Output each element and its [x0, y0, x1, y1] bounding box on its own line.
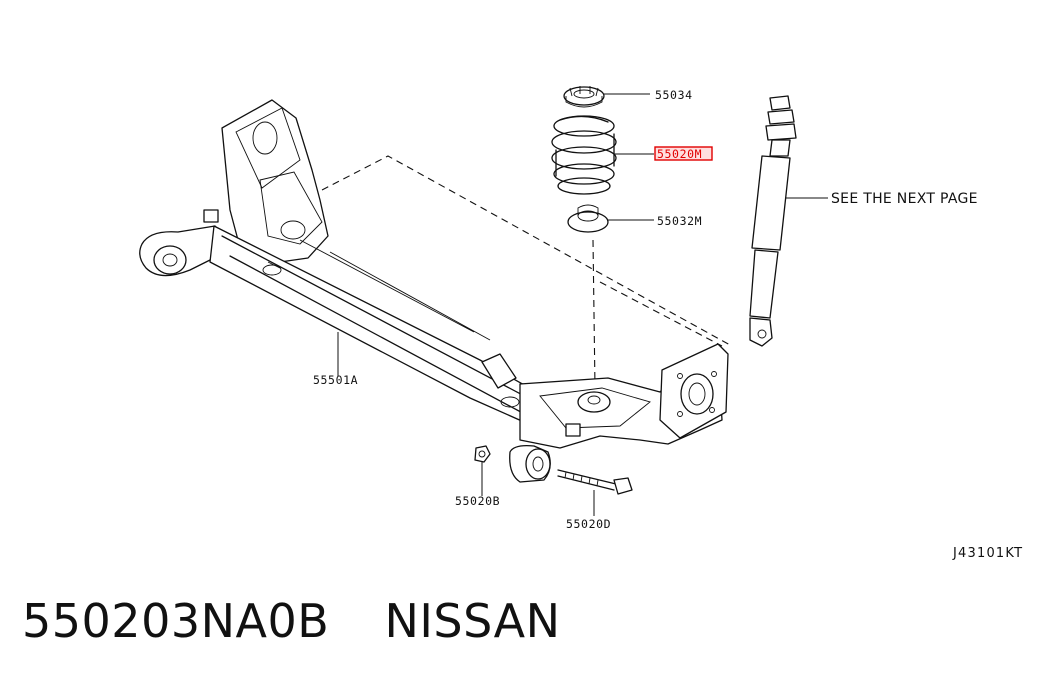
- callout-55020b[interactable]: 55020B: [455, 494, 500, 508]
- nut: [474, 445, 491, 463]
- rear-axle-beam: [139, 99, 729, 483]
- callout-55020m[interactable]: 55020M: [657, 147, 702, 161]
- callout-55501a[interactable]: 55501A: [313, 373, 358, 387]
- selected-part-highlight: [654, 146, 713, 161]
- see-next-page-note[interactable]: SEE THE NEXT PAGE: [831, 191, 978, 207]
- callout-55034[interactable]: 55034: [655, 88, 693, 102]
- diagram-code: J43101KT: [952, 546, 1023, 561]
- upper-spring-seat: [563, 86, 605, 108]
- callout-55032m[interactable]: 55032M: [657, 214, 702, 228]
- shock-absorber: [749, 95, 797, 347]
- assembly-dashed-lines: [321, 155, 731, 389]
- lower-spring-seat: [567, 204, 609, 233]
- callout-55020d[interactable]: 55020D: [566, 517, 611, 531]
- brand-name: NISSAN: [384, 594, 561, 648]
- bolt: [557, 469, 633, 495]
- coil-spring: [551, 115, 617, 195]
- part-number: 550203NA0B: [22, 594, 330, 648]
- footer-caption: 550203NA0B NISSAN: [22, 594, 561, 648]
- leader-lines: [337, 93, 828, 516]
